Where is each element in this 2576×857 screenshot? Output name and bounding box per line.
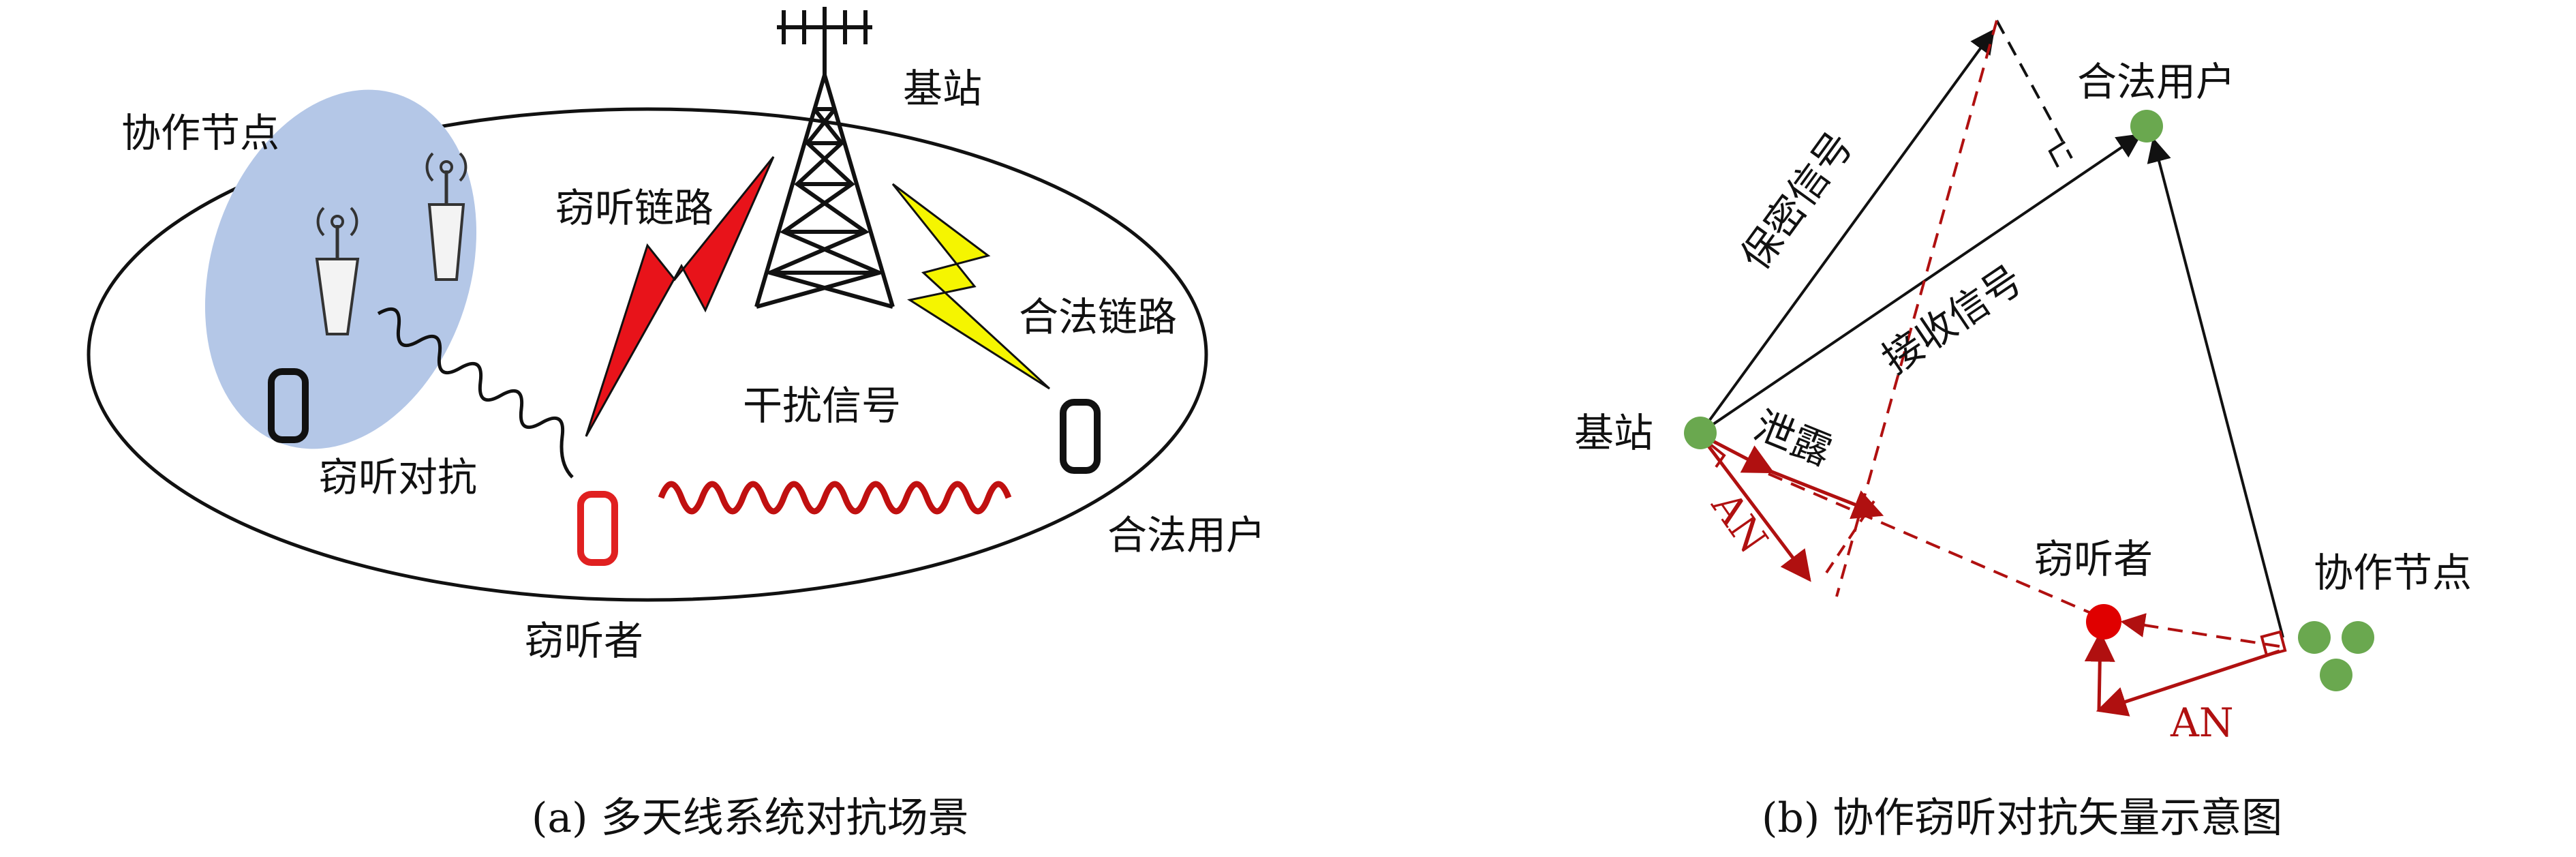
vector-coop-to-eve	[2120, 613, 2280, 648]
label-leakage: 泄露	[1748, 402, 1839, 475]
base-station-tower-icon	[754, 7, 895, 309]
label-countermeasure: 窃听对抗	[319, 454, 477, 500]
vector-received-signal	[1699, 133, 2142, 434]
label-received-signal: 接收信号	[1874, 256, 2031, 382]
eavesdropper-node	[2086, 604, 2121, 640]
vector-leakage-2	[1771, 470, 1884, 520]
label-interference: 干扰信号	[743, 382, 901, 429]
label-an-bottom: AN	[2170, 700, 2234, 746]
right-angle-top	[2048, 140, 2066, 168]
projection-dashed	[1995, 20, 2073, 159]
caption-b: (b) 协作窃听对抗矢量示意图	[1762, 794, 2282, 842]
countermeasure-wave	[377, 307, 574, 479]
label-legal-user: 合法用户	[1107, 512, 1266, 558]
panel-b: 基站 合法用户 保密信号 接收信号 泄露 AN 窃听者 协作节点 AN (b) …	[1574, 20, 2472, 842]
interference-wave	[658, 481, 1012, 515]
antenna-icon	[315, 207, 360, 335]
legal-user-phone-icon	[1060, 399, 1101, 474]
coop-node	[2320, 659, 2352, 691]
label-eavesdropper-b: 窃听者	[2034, 536, 2153, 582]
right-angle-coop	[2260, 630, 2287, 657]
label-legal-link: 合法链路	[1019, 294, 1177, 340]
coop-node	[2298, 621, 2331, 654]
legal-user-node	[2130, 110, 2163, 142]
label-legal-user-b: 合法用户	[2077, 59, 2235, 105]
vector-secure-signal	[1699, 29, 1995, 434]
vector-coop-to-user	[2147, 137, 2284, 638]
panel-a: 协作节点 基站 窃听链路 合法链路 干扰信号 窃听对抗 合法用户 窃听者 (a)…	[87, 7, 1266, 842]
vector-an-left	[1702, 438, 1811, 582]
coop-node	[2342, 621, 2374, 654]
vector-an-bottom	[2096, 649, 2280, 717]
vector-leakage	[1702, 434, 1775, 474]
vector-an-up	[2084, 631, 2115, 711]
label-base-station: 基站	[903, 65, 982, 112]
label-an-left: AN	[1702, 483, 1777, 562]
red-dashed-leak	[1768, 472, 2093, 615]
eavesdrop-bolt	[585, 156, 775, 437]
label-eavesdropper: 窃听者	[525, 618, 643, 664]
base-station-node	[1684, 417, 1717, 449]
caption-a: (a) 多天线系统对抗场景	[532, 794, 969, 842]
label-base-station-b: 基站	[1574, 410, 1653, 456]
label-secure-signal: 保密信号	[1732, 123, 1862, 279]
red-dashed-an-extend	[1825, 500, 1875, 574]
eavesdropper-phone-icon	[577, 491, 618, 566]
label-coop-nodes-b: 协作节点	[2314, 550, 2472, 596]
right-angle-bs	[1709, 443, 1726, 468]
legal-bolt	[891, 183, 1051, 390]
coop-phone-icon	[268, 368, 309, 443]
label-coop-nodes: 协作节点	[121, 110, 279, 156]
antenna-icon	[425, 152, 467, 281]
label-eavesdrop-link: 窃听链路	[555, 185, 714, 231]
system-ellipse	[87, 107, 1208, 602]
